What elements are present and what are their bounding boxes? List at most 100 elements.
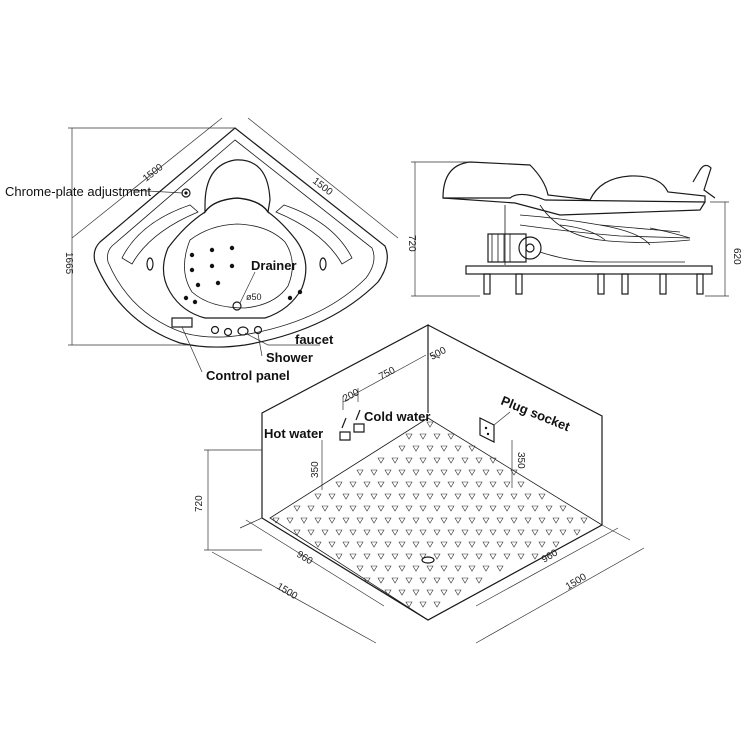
floor-pattern-mark [440,541,448,548]
pump-pipe [539,251,685,263]
floor-pattern-mark [426,517,434,524]
floor-pattern-mark [524,541,532,548]
floor-pattern-mark [454,445,462,452]
floor-pattern-mark [496,493,504,500]
side-knob-right [319,257,327,271]
floor-pattern-mark [377,553,385,560]
floor-pattern-mark [517,553,525,560]
floor-pattern-mark [440,445,448,452]
tub-outline [93,127,388,348]
floor-pattern-mark [489,529,497,536]
floor-pattern-mark [405,457,413,464]
floor-pattern-mark [538,517,546,524]
floor-pattern-mark [426,493,434,500]
leg [696,273,704,295]
floor-pattern-mark [419,553,427,560]
floor-pattern-mark [349,505,357,512]
floor-pattern-mark [552,517,560,524]
floor-pattern-mark [447,529,455,536]
dim-1500-left [211,551,377,644]
dim-skirt-height-label: 620 [731,248,742,265]
floor-pattern-mark [468,517,476,524]
floor-pattern-mark [531,529,539,536]
leader-plug [493,411,511,426]
floor-pattern-mark [433,433,441,440]
floor-pattern-mark [559,529,567,536]
dim-960-left-label: 960 [294,549,314,567]
floor-pattern-mark [384,589,392,596]
jets [183,245,303,305]
floor-pattern-mark [524,517,532,524]
floor-pattern-mark [510,469,518,476]
floor-pattern-mark [370,565,378,572]
floor-pattern-mark [363,481,371,488]
label-plug-socket: Plug socket [499,393,573,434]
floor-pattern-mark [426,445,434,452]
floor-pattern-mark [370,469,378,476]
armrest-right [275,204,353,265]
floor-pattern-mark [426,565,434,572]
floor-pattern-mark [384,469,392,476]
faucet-fittings [210,325,263,337]
floor-pattern-mark [398,589,406,596]
floor-pattern-mark [538,493,546,500]
leader-faucet [244,332,320,346]
floor-pattern-mark [517,481,525,488]
floor-pattern-mark [461,457,469,464]
wall-right [427,324,603,525]
floor-pattern-mark [335,481,343,488]
floor-pattern-mark [335,553,343,560]
floor-pattern-mark [447,457,455,464]
floor-pattern-mark [370,541,378,548]
floor-pattern-mark [356,493,364,500]
floor-pattern-mark [489,481,497,488]
floor-pattern-mark [363,529,371,536]
floor-pattern-mark [496,517,504,524]
label-hot-water: Hot water [264,426,323,441]
armrest-left [121,204,199,265]
floor-pattern-mark [510,541,518,548]
floor-pattern-mark [482,469,490,476]
floor-pattern-mark [363,505,371,512]
floor-pattern-mark [433,577,441,584]
dim-left-side [71,117,223,239]
label-chrome-plate: Chrome-plate adjustment [5,184,151,199]
pump-housing [518,236,542,260]
floor-drain [421,556,435,564]
floor-pattern-mark [356,469,364,476]
dim-350-right-label: 350 [515,452,526,469]
floor-pattern-mark [468,565,476,572]
floor-pattern-mark [454,493,462,500]
floor-pattern-mark [321,505,329,512]
floor-pattern-mark [524,493,532,500]
floor-pattern-mark [433,481,441,488]
dim-skirt-height [705,201,729,297]
dim-height [68,127,235,346]
floor-pattern-mark [314,541,322,548]
side-view: 720 620 [406,161,742,297]
handshower [692,164,716,199]
fitting [223,327,233,337]
floor-pattern-mark [384,565,392,572]
label-drainer: Drainer [251,258,297,273]
floor-pattern-mark [405,481,413,488]
floor-pattern-mark [454,541,462,548]
floor-pattern-mark [475,505,483,512]
floor-pattern-mark [468,469,476,476]
floor-pattern-mark [447,505,455,512]
dim-200-label: 200 [341,387,361,405]
floor-pattern-mark [419,433,427,440]
floor-pattern-mark [349,553,357,560]
floor-pattern-mark [412,541,420,548]
floor-pattern-mark [419,529,427,536]
floor-pattern-mark [496,469,504,476]
basin-floor [184,223,293,309]
floor-pattern-mark [349,529,357,536]
floor-pattern-mark [349,481,357,488]
floor-pattern-mark [461,481,469,488]
floor-pattern-mark [342,541,350,548]
jet [195,282,201,288]
floor-pattern-mark [552,541,560,548]
floor-pattern-mark [356,517,364,524]
floor-pattern-mark [475,553,483,560]
